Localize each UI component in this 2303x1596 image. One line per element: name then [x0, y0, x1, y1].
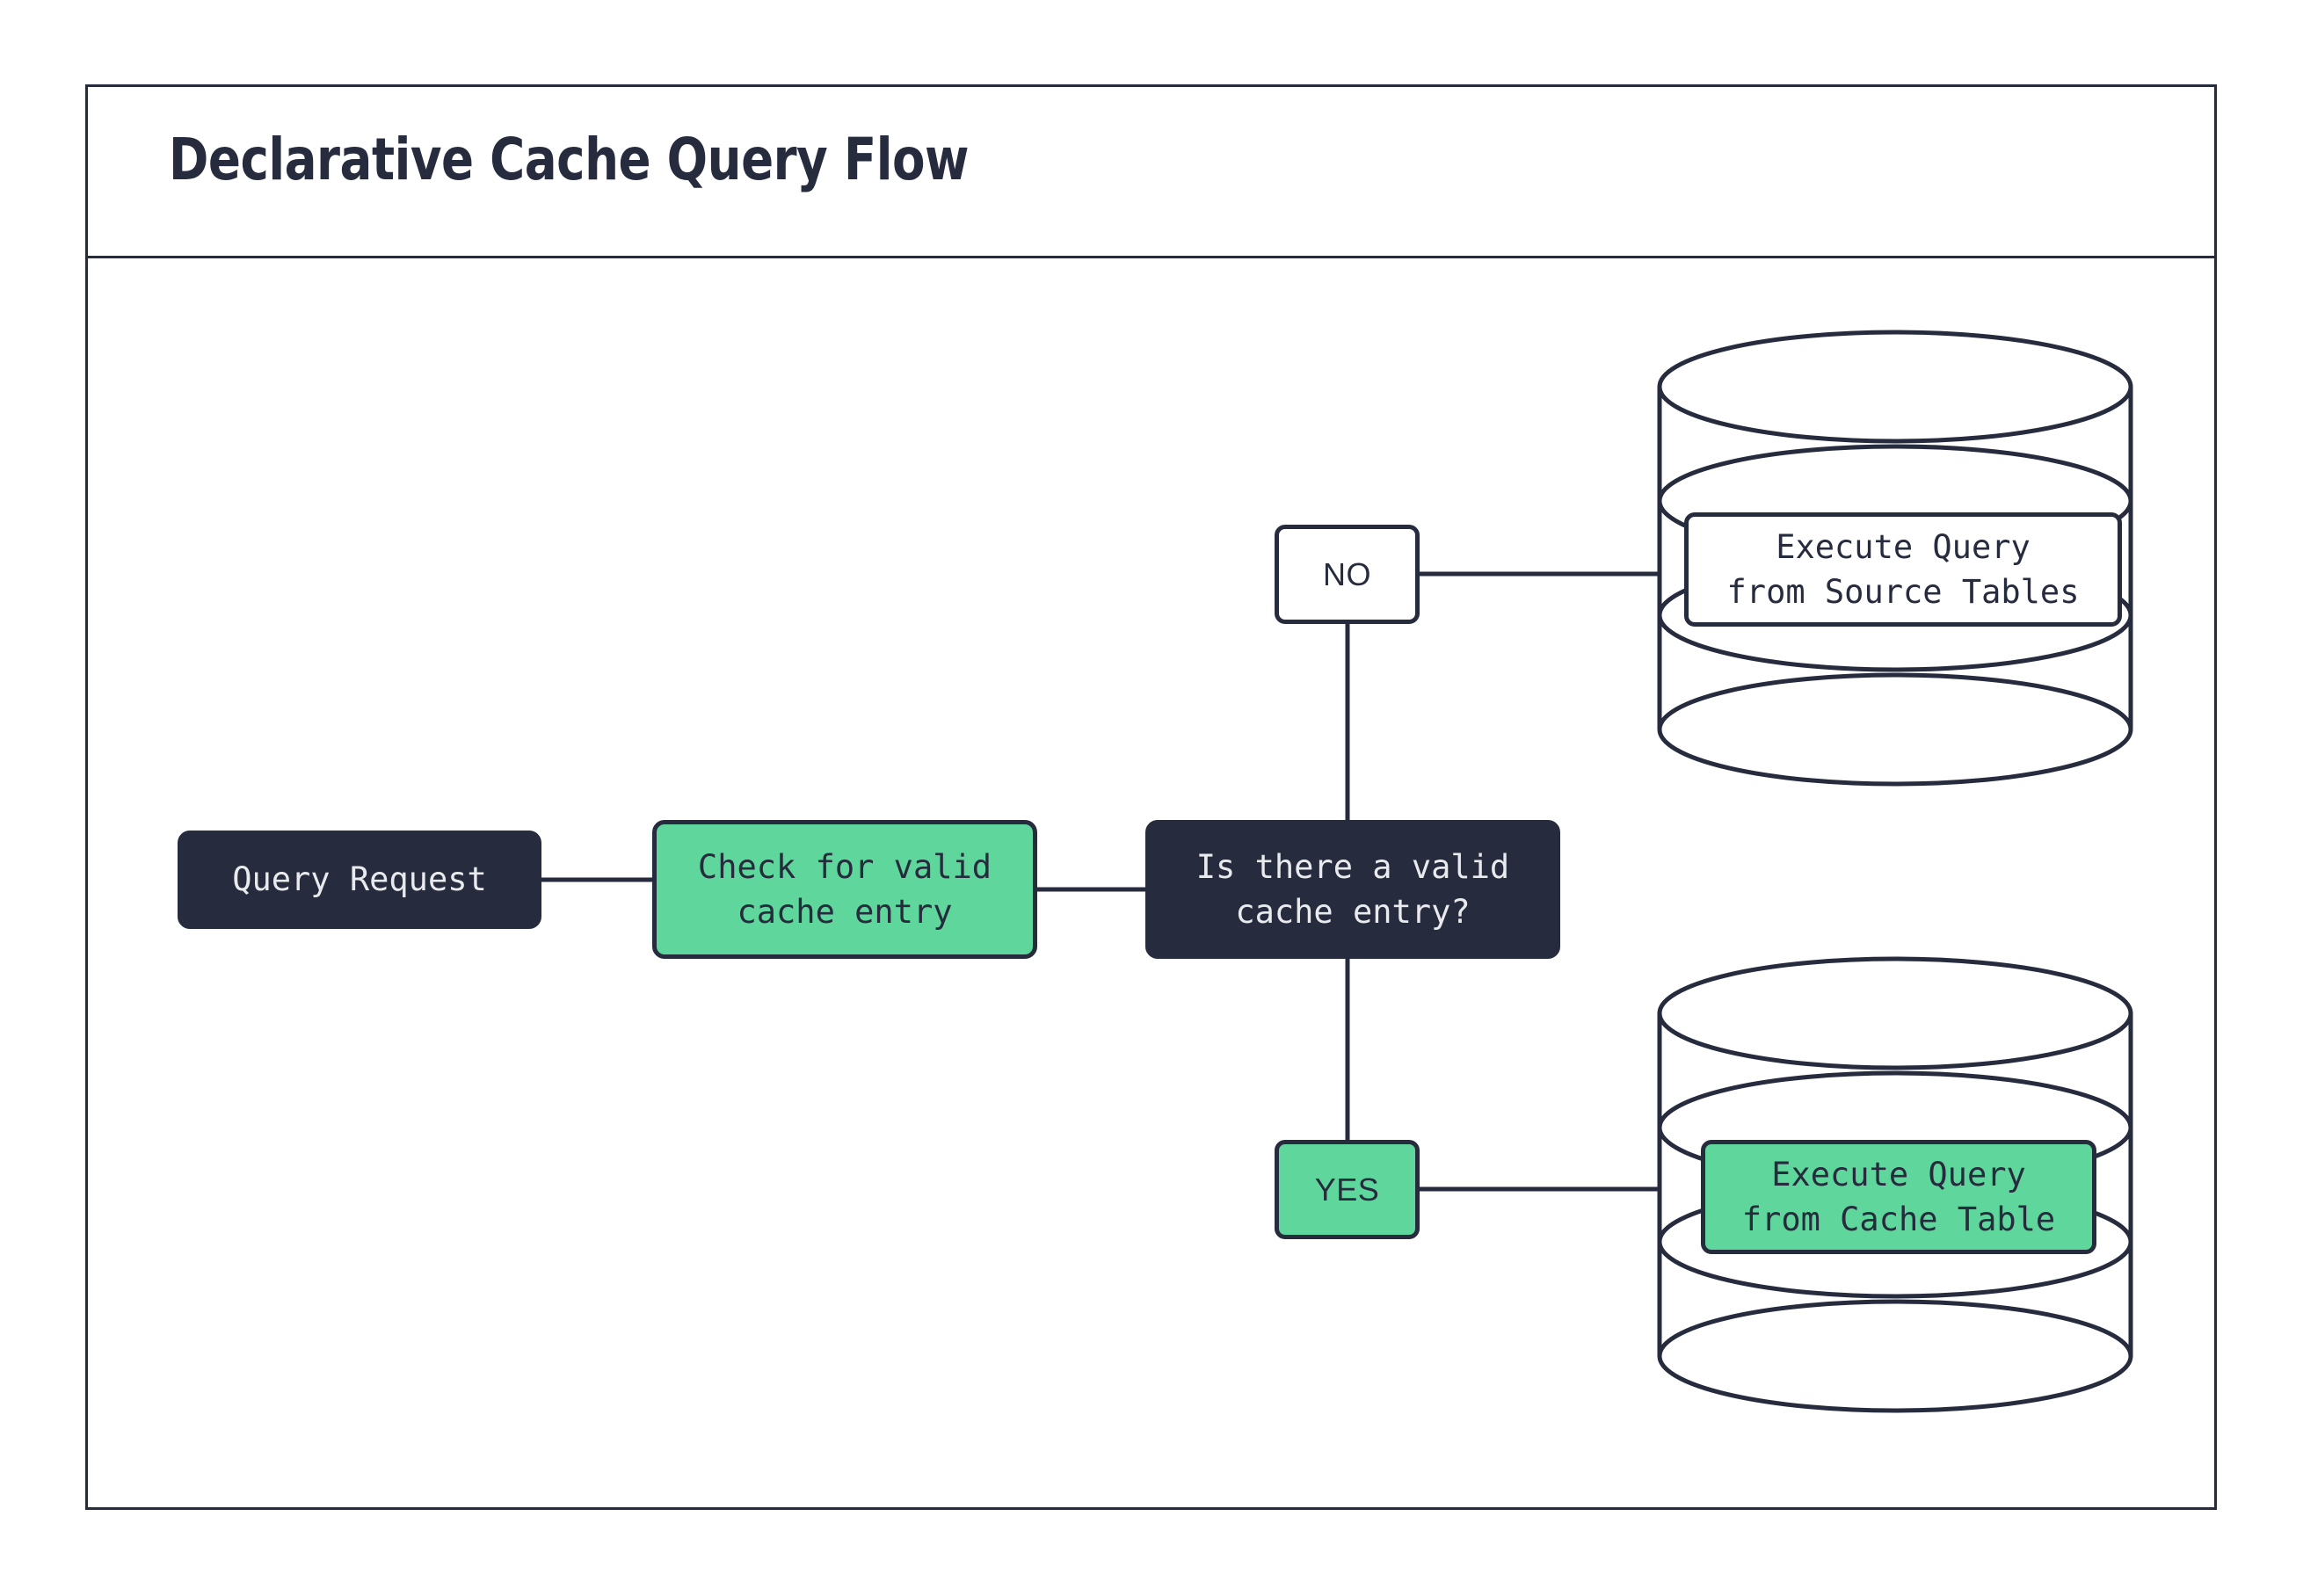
- diagram-frame: [85, 84, 2217, 1510]
- edge-label-no[interactable]: NO: [1275, 525, 1420, 624]
- node-query-request[interactable]: Query Request: [178, 831, 541, 929]
- node-execute-query-source[interactable]: Execute Query from Source Tables: [1684, 512, 2122, 627]
- node-execute-query-cache[interactable]: Execute Query from Cache Table: [1701, 1140, 2096, 1254]
- node-decision-valid-cache-entry[interactable]: Is there a valid cache entry?: [1145, 820, 1560, 959]
- node-check-for-valid-cache-entry[interactable]: Check for valid cache entry: [652, 820, 1037, 959]
- diagram-title-bar: [85, 84, 2217, 258]
- edge-label-yes[interactable]: YES: [1275, 1140, 1420, 1239]
- page-title: Declarative Cache Query Flow: [169, 126, 970, 193]
